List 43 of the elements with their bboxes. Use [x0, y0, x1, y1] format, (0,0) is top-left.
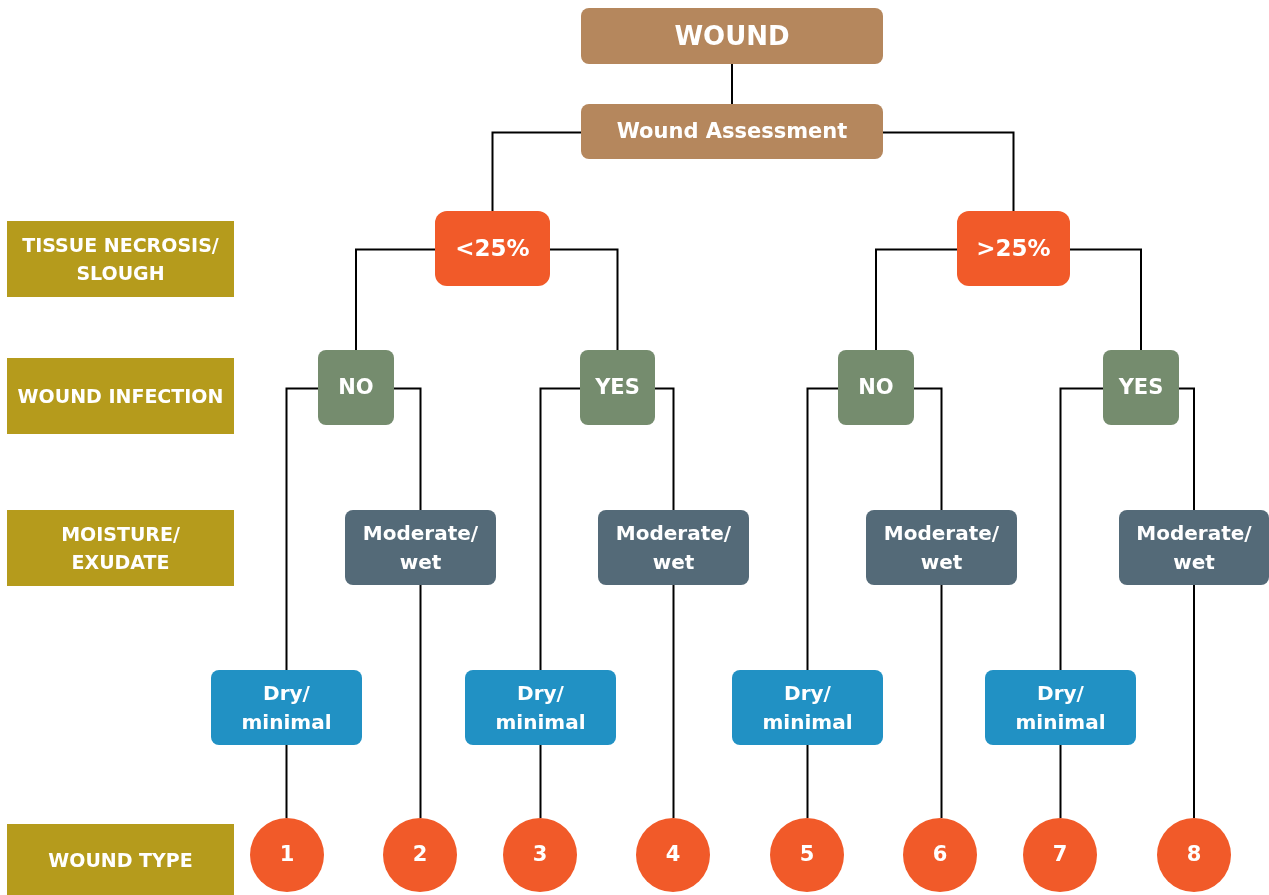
connector-line — [285, 387, 319, 671]
connector-line — [913, 387, 943, 511]
category-box: Dry/ minimal — [465, 670, 616, 745]
connector-line — [539, 387, 581, 671]
connector-line — [539, 744, 542, 819]
category-box: Dry/ minimal — [211, 670, 362, 745]
row-label: WOUND TYPE — [7, 824, 234, 895]
connector-line — [419, 584, 422, 819]
category-box: Moderate/ wet — [598, 510, 749, 585]
connector-line — [940, 584, 943, 819]
decision-box: NO — [838, 350, 914, 425]
connector-line — [882, 131, 1015, 212]
connector-line — [654, 387, 675, 511]
connector-line — [393, 387, 422, 511]
connector-line — [1059, 744, 1062, 819]
connector-line — [806, 744, 809, 819]
connector-line — [731, 63, 733, 105]
decision-box: YES — [580, 350, 655, 425]
category-box: Dry/ minimal — [732, 670, 883, 745]
row-label: MOISTURE/ EXUDATE — [7, 510, 234, 586]
connector-line — [875, 248, 958, 351]
row-label: TISSUE NECROSIS/ SLOUGH — [7, 221, 234, 297]
title-box: WOUND — [581, 8, 883, 64]
connector-line — [491, 131, 582, 212]
category-box: Moderate/ wet — [345, 510, 496, 585]
category-box: Dry/ minimal — [985, 670, 1136, 745]
category-box: Moderate/ wet — [866, 510, 1017, 585]
connector-line — [1178, 387, 1195, 511]
decision-box: NO — [318, 350, 394, 425]
connector-line — [1059, 387, 1104, 671]
connector-line — [806, 387, 839, 671]
connector-line — [549, 248, 619, 351]
process-box: Wound Assessment — [581, 104, 883, 159]
decision-box: YES — [1103, 350, 1179, 425]
connector-line — [672, 584, 675, 819]
decision-box: <25% — [435, 211, 550, 286]
connector-line — [285, 744, 288, 819]
connector-line — [1069, 248, 1142, 351]
category-box: Moderate/ wet — [1119, 510, 1269, 585]
decision-box: >25% — [957, 211, 1070, 286]
row-label: WOUND INFECTION — [7, 358, 234, 434]
connector-line — [355, 248, 436, 351]
connector-line — [1193, 584, 1195, 819]
